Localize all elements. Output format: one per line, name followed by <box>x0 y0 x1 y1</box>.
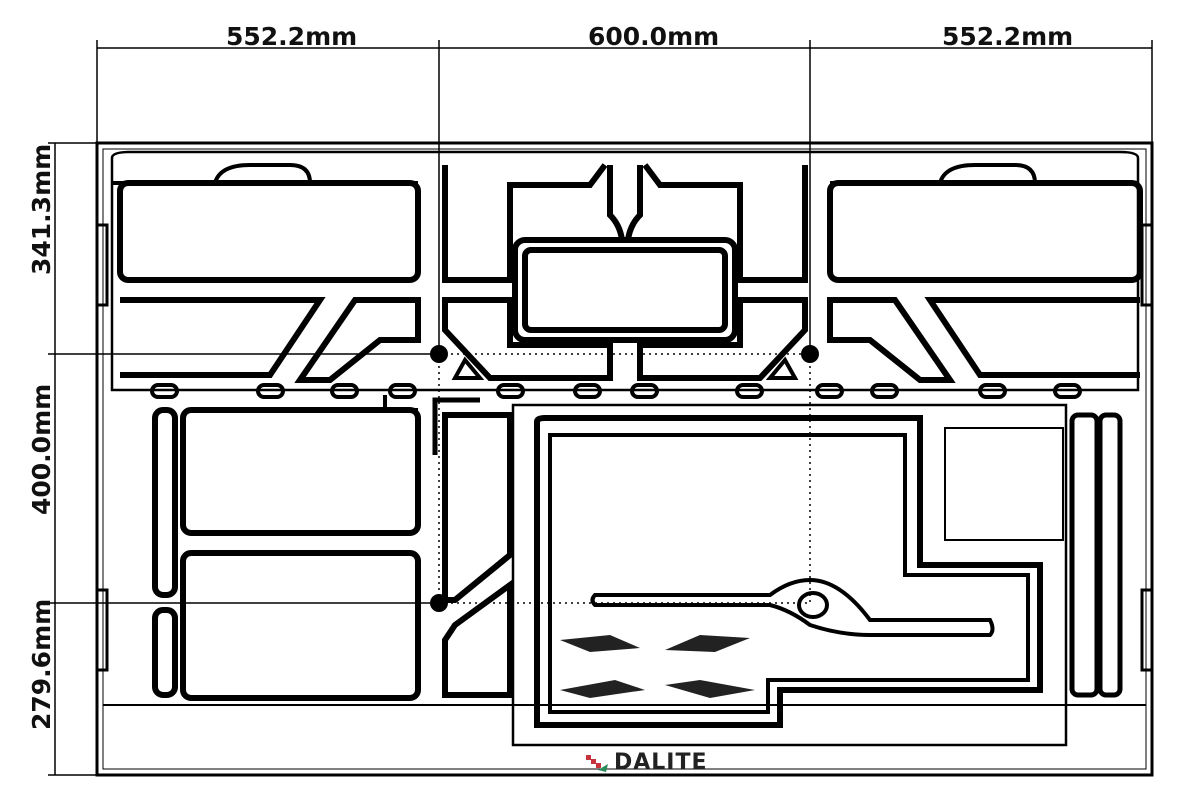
mounting-centerlines <box>438 353 811 604</box>
dim-left-bottom: 279.6mm <box>27 599 56 730</box>
vesa-mount-hole <box>430 345 448 363</box>
dim-top-left: 552.2mm <box>226 22 357 51</box>
vesa-mount-hole <box>801 345 819 363</box>
dim-left-middle: 400.0mm <box>27 384 56 515</box>
dalite-logo: DALITE <box>584 750 708 775</box>
electronics-housing <box>511 403 1123 747</box>
logo-mark-icon <box>586 754 608 772</box>
outer-frame <box>95 141 1154 777</box>
top-dimension-lines <box>96 40 1153 354</box>
vent-grilles <box>560 635 755 698</box>
dim-top-right: 552.2mm <box>942 22 1073 51</box>
logo-text: DALITE <box>614 750 708 775</box>
dim-top-center: 600.0mm <box>588 22 719 51</box>
vesa-mount-hole <box>430 594 448 612</box>
dim-left-top: 341.3mm <box>27 144 56 275</box>
